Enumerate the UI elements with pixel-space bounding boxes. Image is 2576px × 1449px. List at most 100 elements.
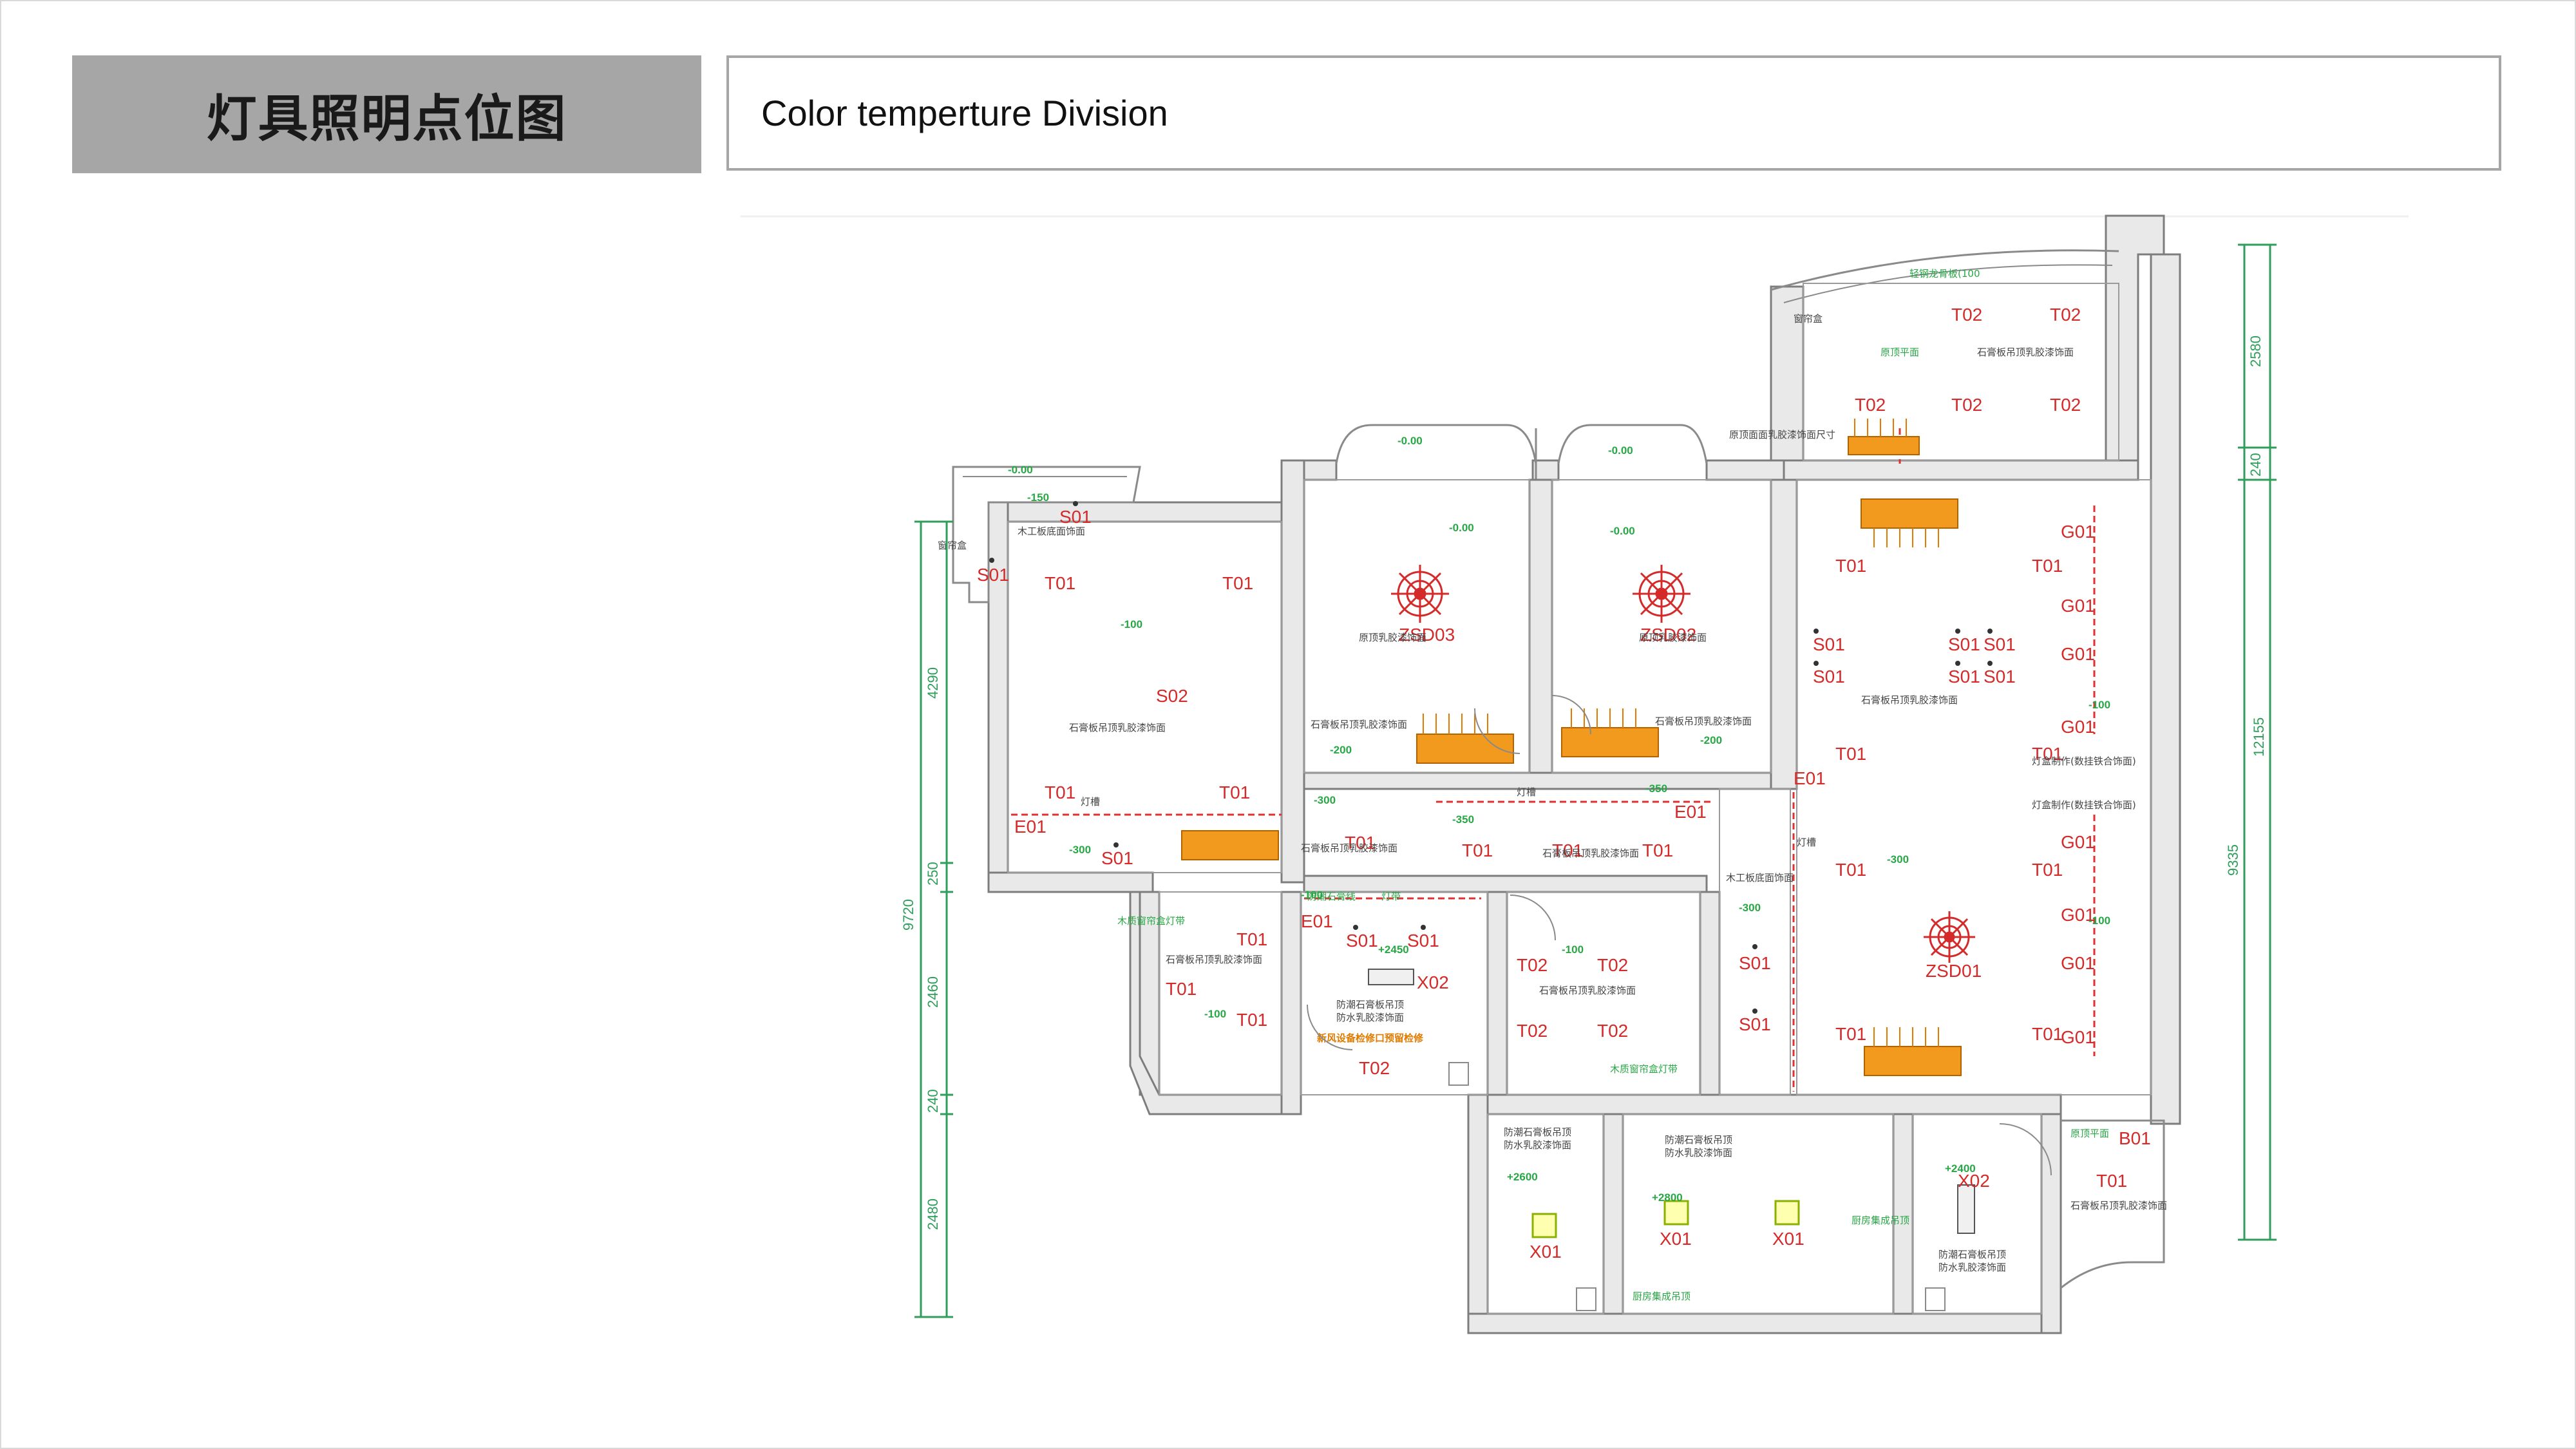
svg-text:-0.00: -0.00 [1449,522,1474,534]
svg-text:+2450: +2450 [1378,943,1409,956]
svg-text:E01: E01 [1674,802,1707,822]
svg-text:S01: S01 [1101,848,1133,868]
svg-text:T01: T01 [1045,573,1075,593]
dimension-lines: 4290 250 2460 240 2480 9720 2580 240 121… [900,243,2277,1318]
svg-text:ZSD02: ZSD02 [1640,625,1696,645]
svg-text:T02: T02 [1597,1021,1628,1041]
walls [952,214,2181,1334]
svg-text:X01: X01 [1772,1229,1804,1249]
svg-text:T01: T01 [1835,1024,1866,1044]
dim-left-total: 9720 [900,899,916,931]
svg-text:灯槽: 灯槽 [1797,837,1816,848]
fixture-labels: S01 S01 T01 T01 S02 T01 T01 E01 S01 ZSD0… [977,305,2151,1262]
svg-text:灯槽: 灯槽 [1081,796,1100,808]
svg-text:S01: S01 [1739,953,1771,973]
subtitle-banner: Color temperture Division [726,55,2501,171]
svg-text:G01: G01 [2061,644,2095,664]
dim-right-2: 240 [2248,453,2264,477]
svg-text:石膏板吊顶乳胶漆饰面: 石膏板吊顶乳胶漆饰面 [1069,722,1166,734]
svg-text:-0.00: -0.00 [1608,444,1633,457]
svg-text:-0.00: -0.00 [1008,464,1033,476]
svg-text:原顶面面乳胶漆饰面尺寸: 原顶面面乳胶漆饰面尺寸 [1729,429,1835,440]
svg-text:G01: G01 [2061,596,2095,616]
svg-text:木质窗帘盒灯带: 木质窗帘盒灯带 [1610,1063,1678,1075]
svg-text:B01: B01 [2119,1128,2151,1148]
svg-text:灯槽: 灯槽 [1517,786,1536,798]
dim-left-3: 2460 [925,976,941,1008]
svg-text:S02: S02 [1156,686,1188,706]
dim-right-total: 12155 [2251,717,2267,757]
svg-text:T01: T01 [1345,833,1376,853]
svg-text:-150: -150 [1027,491,1049,504]
svg-text:-200: -200 [1330,744,1352,756]
dim-left-2: 250 [925,862,941,886]
svg-text:T02: T02 [2050,305,2081,325]
svg-text:S01: S01 [977,565,1009,585]
svg-text:T02: T02 [1951,305,1982,325]
svg-text:-350: -350 [1645,782,1667,795]
svg-text:原顶平面: 原顶平面 [1880,346,1919,358]
svg-text:X01: X01 [1660,1229,1692,1249]
svg-text:T01: T01 [2096,1171,2127,1191]
svg-text:T01: T01 [1552,840,1583,860]
svg-text:S01: S01 [1948,667,1980,687]
svg-text:S01: S01 [1813,634,1845,654]
svg-text:T02: T02 [1951,395,1982,415]
svg-text:-0.00: -0.00 [1397,435,1423,447]
svg-text:轻钢龙骨板(100: 轻钢龙骨板(100 [1909,268,1980,279]
svg-text:T01: T01 [2032,556,2063,576]
svg-text:原顶乳胶漆饰面: 原顶乳胶漆饰面 [1639,632,1707,643]
svg-text:防水乳胶漆饰面: 防水乳胶漆饰面 [1336,1012,1404,1023]
svg-text:木工板底面饰面: 木工板底面饰面 [1726,872,1794,884]
svg-text:G01: G01 [2061,832,2095,852]
svg-text:X02: X02 [1958,1171,1990,1191]
svg-text:T01: T01 [1166,979,1197,999]
svg-text:原顶平面: 原顶平面 [2070,1128,2109,1139]
level-marks: -0.00 -150 -100 -0.00 -0.00 -0.00 -0.00 … [1008,435,2110,1204]
svg-text:石膏板吊顶乳胶漆饰面: 石膏板吊顶乳胶漆饰面 [1166,954,1262,965]
svg-text:灯盒制作(数挂铁合饰面): 灯盒制作(数挂铁合饰面) [2032,755,2136,767]
annotation-notes: 木工板底面饰面 窗帘盒 石膏板吊顶乳胶漆饰面 灯槽 原顶乳胶漆饰面 原顶乳胶漆饰… [938,268,2167,1302]
svg-text:ZSD03: ZSD03 [1399,625,1455,645]
svg-text:E01: E01 [1794,768,1826,788]
svg-text:T01: T01 [1835,744,1866,764]
svg-text:S01: S01 [1948,634,1980,654]
svg-text:S01: S01 [1739,1014,1771,1034]
svg-text:石膏板吊顶乳胶漆饰面: 石膏板吊顶乳胶漆饰面 [1977,346,2074,358]
title-banner: 灯具照明点位图 [72,55,701,173]
svg-text:G01: G01 [2061,717,2095,737]
page-title: 灯具照明点位图 [206,90,567,148]
svg-text:-100: -100 [1301,889,1323,901]
svg-text:S01: S01 [1346,931,1378,951]
svg-text:S01: S01 [1984,667,2016,687]
svg-text:-300: -300 [1887,853,1909,866]
svg-text:T02: T02 [1597,955,1628,975]
svg-text:G01: G01 [2061,522,2095,542]
svg-text:X01: X01 [1530,1242,1562,1262]
svg-text:-200: -200 [1700,734,1722,746]
svg-text:-300: -300 [1739,902,1761,914]
svg-text:S01: S01 [1407,931,1439,951]
svg-text:X02: X02 [1417,972,1449,992]
svg-text:防水乳胶漆饰面: 防水乳胶漆饰面 [1938,1262,2006,1273]
svg-text:厨房集成吊顶: 厨房集成吊顶 [1852,1215,1909,1226]
svg-text:木质窗帘盒灯带: 木质窗帘盒灯带 [1117,915,1185,927]
svg-text:窗帘盒: 窗帘盒 [938,540,967,551]
svg-text:石膏板吊顶乳胶漆饰面: 石膏板吊顶乳胶漆饰面 [1539,985,1636,996]
svg-text:T02: T02 [2050,395,2081,415]
svg-text:T01: T01 [1236,1010,1267,1030]
svg-text:-350: -350 [1452,813,1474,826]
svg-text:T02: T02 [1517,1021,1548,1041]
svg-text:+2400: +2400 [1945,1162,1976,1175]
svg-text:G01: G01 [2061,905,2095,925]
svg-text:T01: T01 [1462,840,1493,860]
svg-text:-300: -300 [1069,844,1091,856]
svg-text:E01: E01 [1301,911,1333,931]
page-subtitle: Color temperture Division [761,93,1168,133]
chandelier-icons [1391,565,1975,963]
svg-text:T01: T01 [1835,556,1866,576]
dim-right-3: 9335 [2225,844,2241,876]
svg-text:T01: T01 [1236,929,1267,949]
svg-text:T01: T01 [2032,860,2063,880]
